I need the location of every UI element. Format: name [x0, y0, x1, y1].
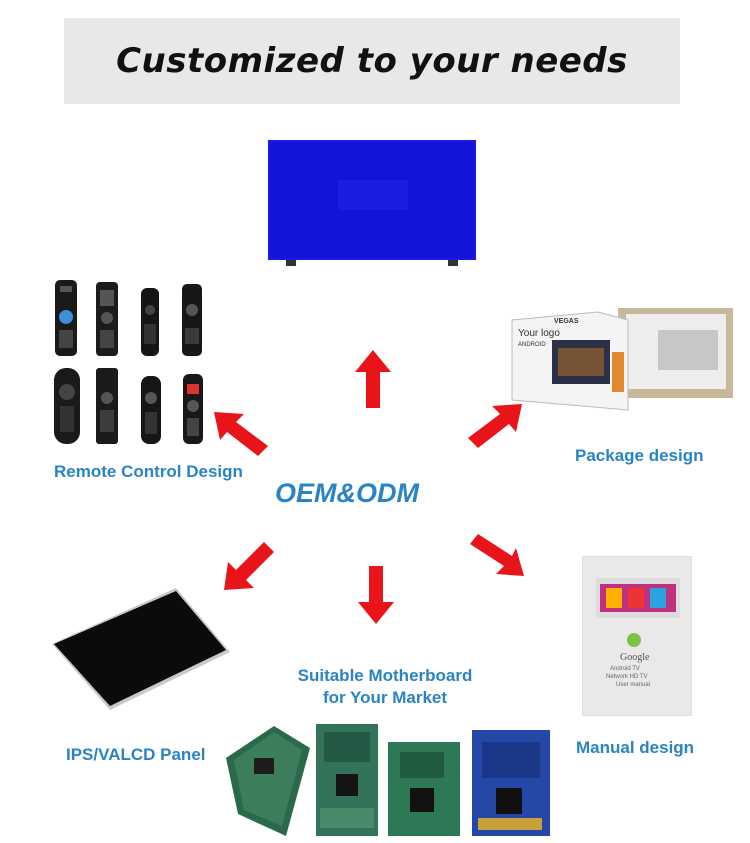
- arrow-left-up-icon: [214, 412, 270, 458]
- package-box-image: Your logo VEGAS ANDROID: [508, 300, 738, 420]
- manual-google: Google: [620, 652, 650, 663]
- package-design-label: Package design: [575, 446, 704, 465]
- arrow-up-icon: [355, 350, 391, 410]
- package-brand: VEGAS: [554, 318, 579, 325]
- page-title: Customized to your needs: [116, 41, 628, 81]
- oem-odm-label: OEM&ODM: [275, 478, 419, 508]
- lcd-panel-image: [48, 588, 234, 710]
- tv-image: [268, 140, 476, 268]
- panel-label: IPS/VALCD Panel: [66, 745, 206, 764]
- manual-line1: Android TV: [610, 666, 640, 672]
- motherboard-label-line1: Suitable Motherboard: [297, 666, 473, 685]
- motherboards-image: [224, 718, 554, 842]
- motherboard-label: Suitable Motherboard for Your Market: [285, 665, 485, 709]
- manual-line3: User manual: [616, 682, 651, 688]
- arrow-down-icon: [358, 566, 394, 626]
- motherboard-label-line2: for Your Market: [322, 688, 448, 707]
- package-model: ANDROID: [518, 342, 546, 348]
- arrow-left-down-icon: [224, 540, 276, 590]
- manual-design-label: Manual design: [576, 738, 695, 757]
- title-banner: Customized to your needs: [64, 18, 680, 104]
- manual-line2: Network HD TV: [606, 674, 648, 680]
- manual-booklet-image: Google Android TV Network HD TV User man…: [582, 556, 692, 716]
- arrow-right-up-icon: [466, 404, 522, 450]
- remote-controls-image: [50, 280, 220, 450]
- remote-control-label: Remote Control Design: [54, 462, 243, 481]
- arrow-right-down-icon: [468, 532, 524, 576]
- package-logo-text: Your logo: [518, 328, 560, 339]
